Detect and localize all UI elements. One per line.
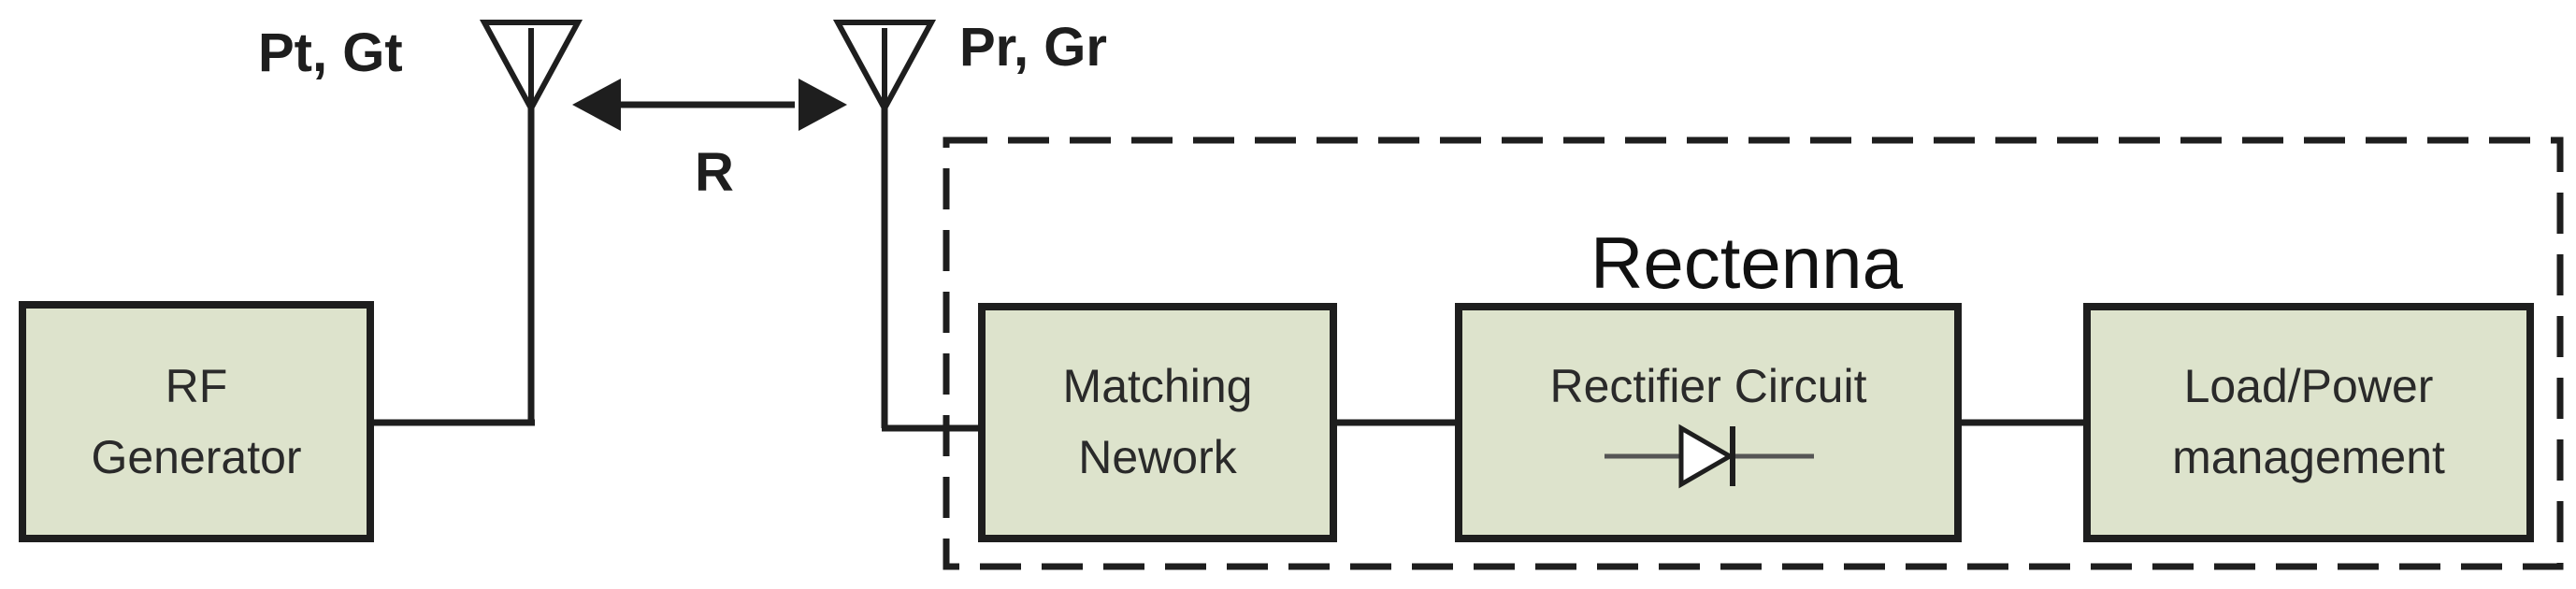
rectenna-boundary <box>943 136 2564 570</box>
distance-arrow-icon <box>572 79 847 131</box>
rectifier-circuit-box: Rectifier Circuit <box>1455 303 1962 542</box>
distance-label: R <box>695 142 734 203</box>
matching-network-box: Matching Nework <box>978 303 1337 542</box>
transmit-antenna-icon <box>479 20 583 423</box>
receive-antenna-icon <box>832 20 982 432</box>
svg-text:Matching: Matching <box>1063 360 1253 412</box>
svg-text:management: management <box>2172 431 2445 483</box>
svg-text:Nework: Nework <box>1078 431 1237 483</box>
rectenna-title: Rectenna <box>1590 222 1904 304</box>
diode-icon <box>1605 424 1814 489</box>
svg-text:Rectifier Circuit: Rectifier Circuit <box>1550 360 1867 412</box>
svg-text:RF: RF <box>165 360 228 412</box>
svg-text:Generator: Generator <box>91 431 301 483</box>
rf-generator-box: RF Generator <box>19 301 374 542</box>
transmit-antenna-label: Pt, Gt <box>258 22 403 83</box>
receive-antenna-label: Pr, Gr <box>959 17 1107 78</box>
svg-text:Load/Power: Load/Power <box>2184 360 2434 412</box>
load-power-management-box: Load/Power management <box>2083 303 2534 542</box>
